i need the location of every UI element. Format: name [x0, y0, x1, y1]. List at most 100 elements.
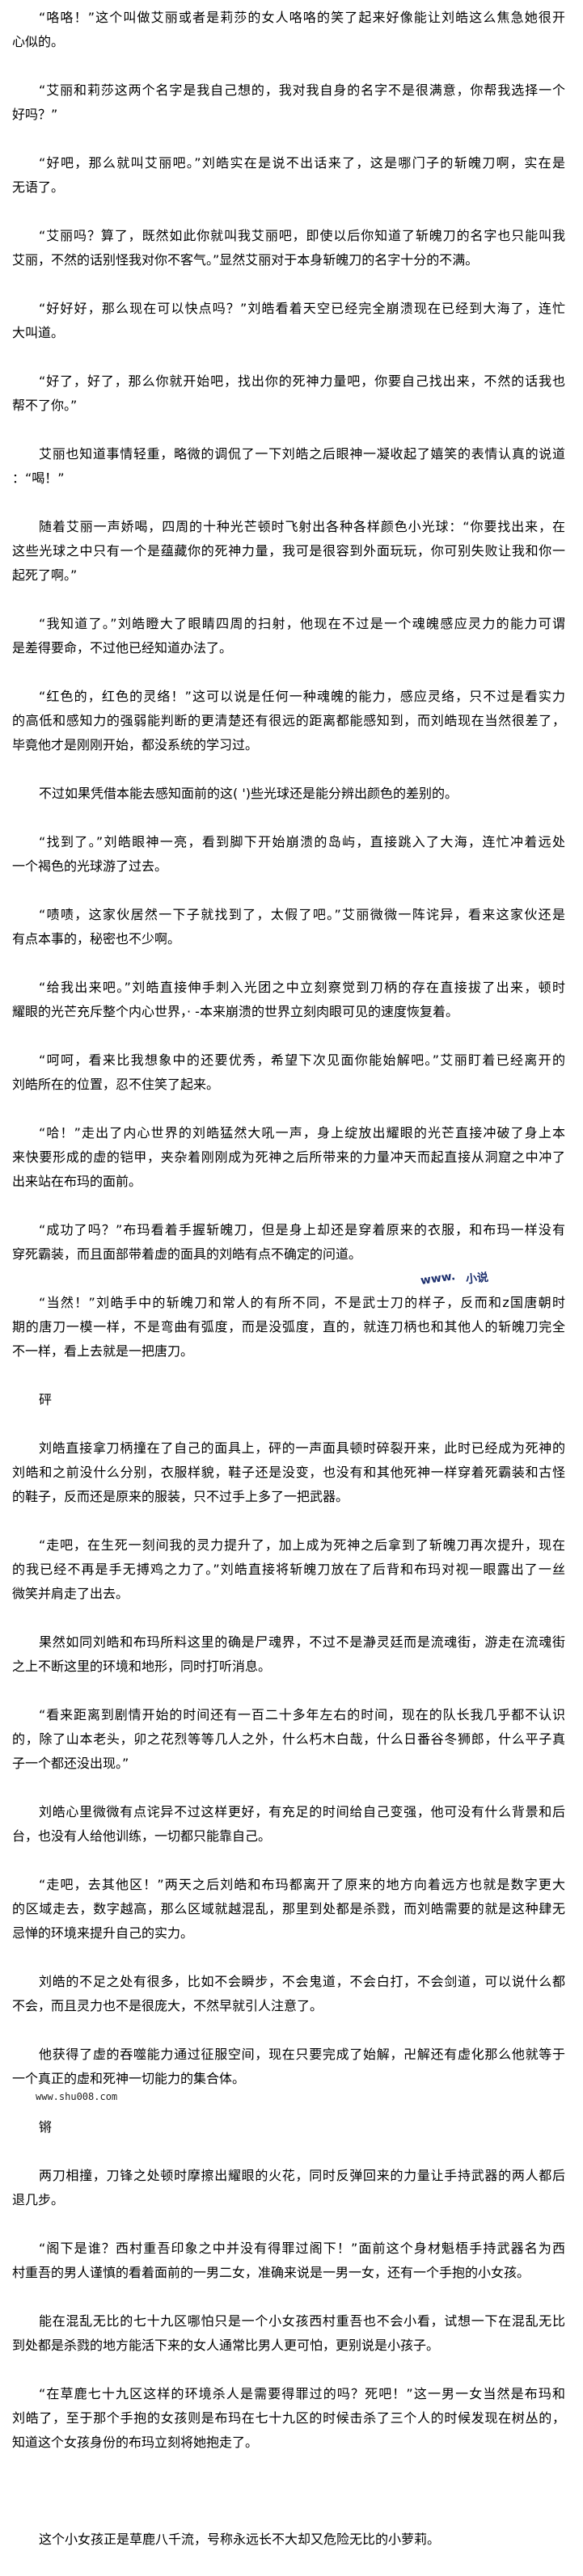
paragraph-line: 帮不了你。”: [12, 398, 78, 413]
paragraph-line: 出来站在布玛的面前。: [12, 1174, 142, 1189]
paragraph-line: “阁下是谁？西村重吾印象之中并没有得罪过阁下！”面前这个身材魁梧手持武器名为西: [39, 2241, 565, 2256]
paragraph: “好好好，那么现在可以快点吗？”刘皓看着天空已经完全崩溃现在已经到大海了，连忙大…: [12, 297, 565, 345]
paragraph-line: 刘皓和之前没什么分别，衣服样貌，鞋子还是没变，也没有和其他死神一样穿着死霸装和古…: [12, 1465, 565, 1480]
paragraph-line: 子一个都还没出现。”: [12, 1756, 129, 1771]
paragraph: “找到了。”刘皓眼神一亮，看到脚下开始崩溃的岛屿，直接跳入了大海，连忙冲着远处一…: [12, 830, 565, 879]
paragraph-line: 毕竟他才是刚刚开始，都没系统的学习过。: [12, 737, 259, 753]
paragraph-line: “给我出来吧。”刘皓直接伸手刺入光团之中立刻察觉到刀柄的存在直接拔了出来，顿时: [39, 980, 565, 995]
paragraph-line: 微笑并肩走了出去。: [12, 1586, 129, 1601]
paragraph: “看来距离到剧情开始的时间还有一百二十多年左右的时间，现在的队长我几乎都不认识的…: [12, 1703, 565, 1776]
paragraph-line: 起死了啊。”: [12, 567, 78, 583]
paragraph: “呵呵，看来比我想象中的还要优秀，希望下次见面你能始解吧。”艾丽盯着已经离开的刘…: [12, 1048, 565, 1097]
paragraph-line: “看来距离到剧情开始的时间还有一百二十多年左右的时间，现在的队长我几乎都不认识: [39, 1707, 565, 1722]
paragraph-line: 这些光球之中只有一个是蕴藏你的死神力量，我可是很容到外面玩玩，你可别失败让我和你…: [12, 543, 565, 559]
paragraph: “走吧，在生死一刻间我的灵力提升了，加上成为死神之后拿到了斩魄刀再次提升，现在的…: [12, 1533, 565, 1606]
paragraph-line: 刘皓的不足之处有很多，比如不会瞬步，不会鬼道，不会白打，不会剑道，可以说什么都: [39, 1974, 565, 1989]
paragraph-line: 的高低和感知力的强弱能判断的更清楚还有很远的距离都能感知到，而刘皓现在当然很差了…: [12, 713, 565, 728]
paragraph-line: 锵: [39, 2119, 53, 2135]
paragraph: 刘皓心里微微有点诧异不过这样更好，有充足的时间给自己变强，他可没有什么背景和后台…: [12, 1800, 565, 1849]
paragraph-line: 不会，而且灵力也不是很庞大，不然早就引人注意了。: [12, 1998, 323, 2013]
paragraph-line: 能在混乱无比的七十九区哪怕只是一个小女孩西村重吾也不会小看，试想一下在混乱无比: [39, 2313, 565, 2329]
paragraph-line: 来快要形成的虚的铠甲，夹杂着刚刚成为死神之后所带来的力量冲天而起直接从洞窟之中冲…: [12, 1149, 565, 1165]
paragraph-line: “呵呵，看来比我想象中的还要优秀，希望下次见面你能始解吧。”艾丽盯着已经离开的: [39, 1052, 565, 1068]
paragraph-line: “咯咯！”这个叫做艾丽或者是莉莎的女人咯咯的笑了起来好像能让刘皓这么焦急她很开: [39, 10, 565, 25]
paragraph-line: 艾丽，不然的话别怪我对你不客气。”显然艾丽对于本身斩魄刀的名字十分的不满。: [12, 252, 479, 268]
paragraph-line: ：“喝！”: [12, 470, 65, 486]
source-url-text: www.shu008.com: [36, 2091, 118, 2102]
paragraph: “当然！”刘皓手中的斩魄刀和常人的有所不同，不是武士刀的样子，反而和z国唐朝时期…: [12, 1291, 565, 1364]
paragraph: 砰: [12, 1388, 565, 1412]
paragraph-line: 刘皓所在的位置，忍不住笑了起来。: [12, 1077, 220, 1092]
paragraph-line: “当然！”刘皓手中的斩魄刀和常人的有所不同，不是武士刀的样子，反而和z国唐朝时: [39, 1295, 565, 1310]
paragraph: 刘皓直接拿刀柄撞在了自己的面具上，砰的一声面具顿时碎裂开来，此时已经成为死神的刘…: [12, 1436, 565, 1509]
paragraph: “给我出来吧。”刘皓直接伸手刺入光团之中立刻察觉到刀柄的存在直接拔了出来，顿时耀…: [12, 976, 565, 1024]
paragraph-line: 台，也没有人给他训练，一切都只能靠自己。: [12, 1828, 272, 1844]
paragraph: 果然如同刘皓和布玛所料这里的确是尸魂界，不过不是瀞灵廷而是流魂街，游走在流魂街之…: [12, 1630, 565, 1679]
paragraph-line: 的鞋子，反而还是原来的服装，只不过手上多了一把武器。: [12, 1489, 349, 1504]
paragraph: “好了，好了，那么你就开始吧，找出你的死神力量吧，你要自己找出来，不然的话我也帮…: [12, 369, 565, 418]
paragraph-line: 穿死霸装，而且面部带着虚的面具的刘皓有点不确定的问道。: [12, 1246, 362, 1262]
paragraph-line: 一个真正的虚和死神一切能力的集合体。: [12, 2071, 246, 2086]
paragraph-line: “红色的，红色的灵络！”这可以说是任何一种魂魄的能力，感应灵络，只不过是看实力: [39, 689, 565, 704]
paragraph-line: “我知道了。”刘皓瞪大了眼睛四周的扫射，他现在不过是一个魂魄感应灵力的能力可谓: [39, 616, 565, 631]
paragraph-line: “找到了。”刘皓眼神一亮，看到脚下开始崩溃的岛屿，直接跳入了大海，连忙冲着远处: [39, 834, 565, 850]
paragraph-line: 果然如同刘皓和布玛所料这里的确是尸魂界，不过不是瀞灵廷而是流魂街，游走在流魂街: [39, 1634, 565, 1650]
paragraph-line: 退几步。: [12, 2192, 65, 2207]
paragraph: “成功了吗？”布玛看着手握斩魄刀，但是身上却还是穿着原来的衣服，和布玛一样没有穿…: [12, 1218, 565, 1267]
paragraph: “哈！”走出了内心世界的刘皓猛然大吼一声，身上绽放出耀眼的光芒直接冲破了身上本来…: [12, 1121, 565, 1194]
paragraph: “好吧，那么就叫艾丽吧。”刘皓实在是说不出话来了，这是哪门子的斩魄刀啊，实在是无…: [12, 151, 565, 200]
paragraph: “艾丽吗？算了，既然如此你就叫我艾丽吧，即使以后你知道了斩魄刀的名字也只能叫我艾…: [12, 224, 565, 272]
paragraph-line: 到处都是杀戮的地方能活下来的女人通常比男人更可怕，更别说是小孩子。: [12, 2338, 440, 2353]
paragraph-line: 村重吾的男人谨慎的看着面前的一男二女，准确来说是一男一女，还有一个手抱的小女孩。: [12, 2265, 530, 2280]
paragraph-line: 的区域走去，数字越高，那么区域就越混乱，那里到处都是杀戮，而刘皓需要的就是这种肆…: [12, 1901, 565, 1916]
paragraph-line: “啧啧，这家伙居然一下子就找到了，太假了吧。”艾丽微微一阵诧异，看来这家伙还是: [39, 907, 565, 922]
paragraph-line: “艾丽吗？算了，既然如此你就叫我艾丽吧，即使以后你知道了斩魄刀的名字也只能叫我: [39, 228, 565, 243]
paragraph-line: “成功了吗？”布玛看着手握斩魄刀，但是身上却还是穿着原来的衣服，和布玛一样没有: [39, 1222, 565, 1237]
article-body: “咯咯！”这个叫做艾丽或者是莉莎的女人咯咯的笑了起来好像能让刘皓这么焦急她很开心…: [12, 6, 565, 2576]
paragraph: 这个小女孩正是草鹿八千流，号称永远长不大却又危险无比的小萝莉。: [12, 2528, 565, 2552]
paragraph: “在草鹿七十九区这样的环境杀人是需要得罪过的吗？死吧！”这一男一女当然是布玛和刘…: [12, 2382, 565, 2455]
paragraph-line: 刘皓了，至于那个手抱的女孩则是布玛在七十九区的时候击杀了三个人的时候发现在树丛的…: [12, 2410, 565, 2426]
paragraph-line: “好吧，那么就叫艾丽吧。”刘皓实在是说不出话来了，这是哪门子的斩魄刀啊，实在是: [39, 155, 565, 171]
paragraph-line: 这个小女孩正是草鹿八千流，号称永远长不大却又危险无比的小萝莉。: [39, 2532, 441, 2547]
paragraph-line: “走吧，去其他区！”两天之后刘皓和布玛都离开了原来的地方向着远方也就是数字更大: [39, 1877, 565, 1892]
paragraph-line: 的，除了山本老头，卯之花烈等等几人之外，什么朽木白哉，什么日番谷冬狮郎，什么平子…: [12, 1731, 565, 1747]
paragraph-line: 忌惮的环境来提升自己的实力。: [12, 1925, 194, 1941]
paragraph: 两刀相撞，刀锋之处顿时摩擦出耀眼的火花，同时反弹回来的力量让手持武器的两人都后退…: [12, 2164, 565, 2212]
paragraph-line: 知道这个女孩身份的布玛立刻将她抱走了。: [12, 2435, 259, 2450]
paragraph: 锵: [12, 2115, 565, 2140]
paragraph-line: “好了，好了，那么你就开始吧，找出你的死神力量吧，你要自己找出来，不然的话我也: [39, 373, 565, 389]
paragraph: 随着艾丽一声娇喝，四周的十种光芒顿时飞射出各种各样颜色小光球：“你要找出来，在这…: [12, 515, 565, 588]
paragraph: 能在混乱无比的七十九区哪怕只是一个小女孩西村重吾也不会小看，试想一下在混乱无比到…: [12, 2309, 565, 2358]
paragraph-line: 不一样，看上去就是一把唐刀。: [12, 1343, 194, 1359]
paragraph: 艾丽也知道事情轻重，略微的调侃了一下刘皓之后眼神一凝收起了嬉笑的表情认真的说道 ：…: [12, 442, 565, 491]
paragraph-line: 期的唐刀一模一样，不是弯曲有弧度，而是没弧度，直的，就连刀柄也和其他人的斩魄刀完…: [12, 1319, 565, 1334]
paragraph: “红色的，红色的灵络！”这可以说是任何一种魂魄的能力，感应灵络，只不过是看实力的…: [12, 685, 565, 757]
paragraph-line: “好好好，那么现在可以快点吗？”刘皓看着天空已经完全崩溃现在已经到大海了，连忙: [39, 301, 565, 316]
paragraph-line: 艾丽也知道事情轻重，略微的调侃了一下刘皓之后眼神一凝收起了嬉笑的表情认真的说道: [39, 446, 565, 462]
paragraph: “阁下是谁？西村重吾印象之中并没有得罪过阁下！”面前这个身材魁梧手持武器名为西村…: [12, 2237, 565, 2285]
paragraph: “啧啧，这家伙居然一下子就找到了，太假了吧。”艾丽微微一阵诧异，看来这家伙还是有…: [12, 903, 565, 951]
paragraph-line: 大叫道。: [12, 325, 65, 340]
paragraph: “艾丽和莉莎这两个名字是我自己想的，我对我自身的名字不是很满意，你帮我选择一个好…: [12, 78, 565, 127]
paragraph-line: 刘皓心里微微有点诧异不过这样更好，有充足的时间给自己变强，他可没有什么背景和后: [39, 1804, 565, 1819]
paragraph-line: 不过如果凭借本能去感知面前的这( ')些光球还是能分辨出颜色的差别的。: [39, 786, 458, 801]
paragraph-line: “走吧，在生死一刻间我的灵力提升了，加上成为死神之后拿到了斩魄刀再次提升，现在: [39, 1537, 565, 1553]
paragraph-line: 心似的。: [12, 34, 65, 49]
paragraph: “我知道了。”刘皓瞪大了眼睛四周的扫射，他现在不过是一个魂魄感应灵力的能力可谓是…: [12, 612, 565, 660]
paragraph: “走吧，去其他区！”两天之后刘皓和布玛都离开了原来的地方向着远方也就是数字更大的…: [12, 1873, 565, 1946]
paragraph-line: 一个褐色的光球游了过去。: [12, 858, 168, 874]
paragraph-line: 好吗？”: [12, 107, 58, 122]
paragraph-line: 有点本事的，秘密也不少啊。: [12, 931, 181, 947]
paragraph-line: 随着艾丽一声娇喝，四周的十种光芒顿时飞射出各种各样颜色小光球：“你要找出来，在: [39, 519, 565, 534]
paragraph-line: “在草鹿七十九区这样的环境杀人是需要得罪过的吗？死吧！”这一男一女当然是布玛和: [39, 2386, 565, 2401]
paragraph-line: 他获得了虚的吞噬能力通过征服空间，现在只要完成了始解，卍解还有虚化那么他就等于: [39, 2047, 565, 2062]
paragraph-line: “艾丽和莉莎这两个名字是我自己想的，我对我自身的名字不是很满意，你帮我选择一个: [39, 82, 565, 98]
paragraph-line: 砰: [39, 1392, 53, 1407]
paragraph-line: 无语了。: [12, 179, 65, 195]
paragraph-line: 刘皓直接拿刀柄撞在了自己的面具上，砰的一声面具顿时碎裂开来，此时已经成为死神的: [39, 1440, 565, 1456]
paragraph: 他获得了虚的吞噬能力通过征服空间，现在只要完成了始解，卍解还有虚化那么他就等于一…: [12, 2043, 565, 2091]
paragraph: 不过如果凭借本能去感知面前的这( ')些光球还是能分辨出颜色的差别的。: [12, 782, 565, 806]
paragraph-line: 的我已经不再是手无搏鸡之力了。”刘皓直接将斩魄刀放在了后背和布玛对视一眼露出了一…: [12, 1562, 565, 1577]
paragraph: “咯咯！”这个叫做艾丽或者是莉莎的女人咯咯的笑了起来好像能让刘皓这么焦急她很开心…: [12, 6, 565, 54]
